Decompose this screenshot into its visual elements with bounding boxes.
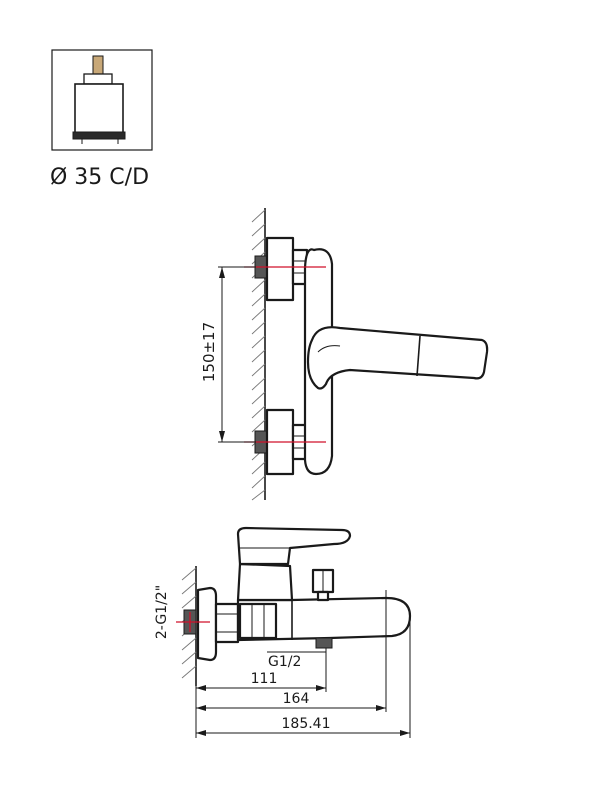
dimension-185-41: 185.41	[196, 716, 410, 736]
dimension-label-111: 111	[251, 671, 278, 687]
side-handle	[236, 526, 352, 566]
upper-inlet	[254, 236, 309, 302]
dimension-111: 111	[196, 671, 326, 691]
front-view: 150±17	[200, 208, 489, 501]
front-lever	[306, 326, 489, 390]
diverter-block	[238, 602, 278, 640]
shower-outlet-thread	[315, 637, 333, 649]
inlet-label: 2-G1/2"	[154, 585, 170, 639]
dimension-164: 164	[196, 691, 386, 711]
front-wall-hatch	[251, 209, 266, 501]
vertical-dimension-label: 150±17	[200, 322, 218, 382]
cartridge-label: Ø 35 C/D	[50, 165, 149, 190]
cartridge-cap	[83, 73, 113, 85]
cartridge-base	[72, 131, 126, 140]
vertical-dimension: 150±17	[200, 266, 256, 443]
diverter-stem	[316, 590, 330, 602]
cartridge-body	[74, 83, 124, 135]
upper-escutcheon	[265, 236, 295, 302]
cartridge-thumbnail: Ø 35 C/D	[50, 49, 153, 190]
cartridge-housing	[236, 562, 294, 602]
dimension-label-164: 164	[283, 691, 310, 707]
side-escutcheon	[196, 586, 218, 662]
lever-groove	[416, 335, 421, 377]
side-view: 2-G1/2" G1/2 111 164 185.41	[154, 526, 412, 738]
side-connector	[214, 602, 240, 644]
dimension-label-185-41: 185.41	[282, 716, 331, 732]
outlet-label: G1/2	[268, 654, 301, 670]
